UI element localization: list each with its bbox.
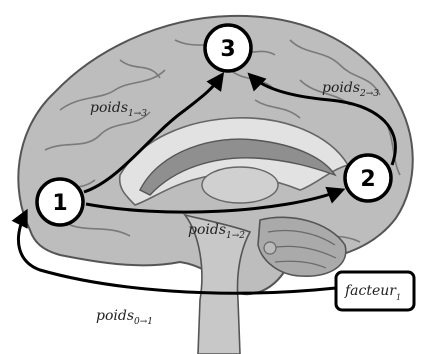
node-3-label: 3 <box>220 37 235 62</box>
edge-label-0-1-sub: 0→1 <box>134 317 153 327</box>
edge-label-1-3-sub: 1→3 <box>128 109 147 119</box>
edge-label-1-2-main: poids <box>188 222 226 238</box>
edge-label-1-2-sub: 1→2 <box>226 231 245 241</box>
edge-label-1-3-main: poids <box>90 100 128 116</box>
input-factor-main: facteur <box>344 283 397 299</box>
edge-label-0-1: poids0→1 <box>96 308 153 327</box>
node-2-label: 2 <box>360 167 375 192</box>
node-1: 1 <box>37 179 83 225</box>
node-2: 2 <box>345 155 391 201</box>
node-1-label: 1 <box>52 191 67 216</box>
input-factor-sub: 1 <box>396 293 401 302</box>
node-3: 3 <box>205 25 251 71</box>
edge-label-2-3-sub: 2→3 <box>359 89 379 99</box>
input-factor-box: facteur1 <box>336 272 414 310</box>
thalamus <box>202 167 278 203</box>
edge-label-2-3-main: poids <box>322 80 360 96</box>
edge-label-0-1-main: poids <box>96 308 134 324</box>
pituitary <box>264 242 276 254</box>
